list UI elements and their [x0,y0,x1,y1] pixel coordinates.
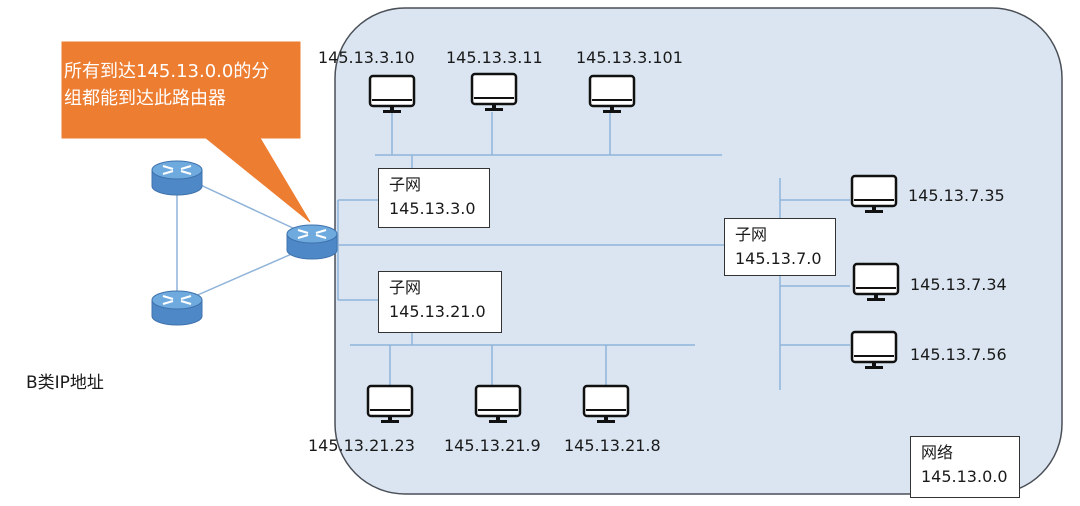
subnet-address: 145.13.21.0 [389,302,486,321]
callout-line-1: 所有到达145.13.0.0的分 [64,61,270,82]
network-region [334,7,1063,495]
host-label: 145.13.3.10 [318,48,415,67]
subnet-title: 子网 [389,175,422,194]
subnet-title: 子网 [735,225,768,244]
subnet-box-3: 子网 145.13.3.0 [378,168,490,228]
router-icon [151,160,203,196]
host-label: 145.13.7.34 [910,275,1007,294]
host-label: 145.13.21.23 [308,436,415,455]
callout-line-2: 组都能到达此路由器 [64,88,226,109]
network-box: 网络 145.13.0.0 [910,436,1020,498]
host-label: 145.13.3.101 [576,48,683,67]
callout-bubble [61,41,311,223]
subnet-title: 子网 [389,278,422,297]
router-icon [151,290,203,326]
subnet-box-7: 子网 145.13.7.0 [724,218,836,276]
host-label: 145.13.3.11 [446,48,543,67]
host-label: 145.13.21.8 [564,436,661,455]
subnet-lines [337,112,850,390]
router-icon [286,224,338,260]
class-label: B类IP地址 [26,373,104,393]
host-label: 145.13.7.35 [908,186,1005,205]
host-label: 145.13.21.9 [444,436,541,455]
callout-text: 所有到达145.13.0.0的分 组都能到达此路由器 [64,58,300,112]
host-label: 145.13.7.56 [910,345,1007,364]
network-title: 网络 [921,443,954,462]
subnet-box-21: 子网 145.13.21.0 [378,271,502,333]
network-address: 145.13.0.0 [921,467,1008,486]
subnet-address: 145.13.7.0 [735,249,822,268]
subnet-address: 145.13.3.0 [389,199,476,218]
